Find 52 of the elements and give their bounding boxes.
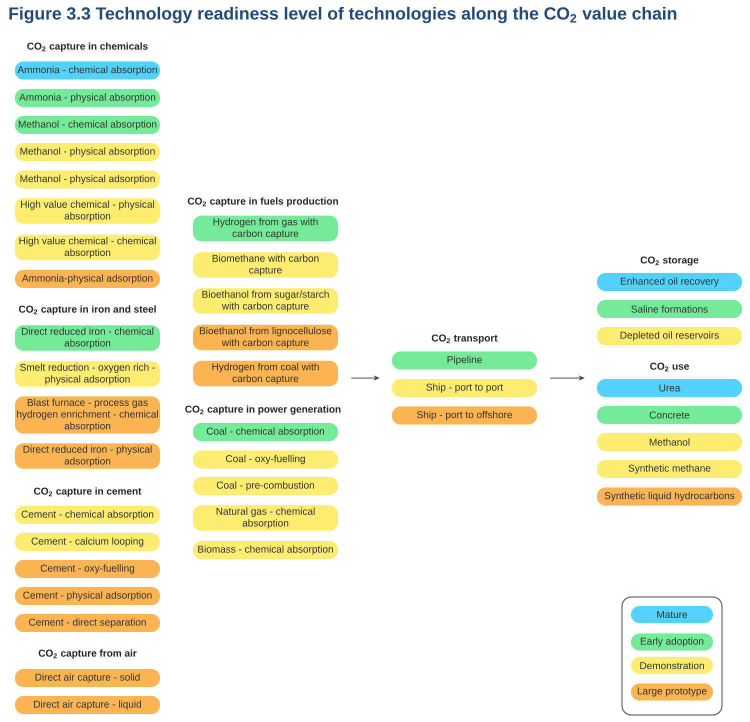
section-heading: CO$_{2}$ capture in fuels production [188, 197, 338, 207]
technology-pill: Biomass - chemical absorption [193, 541, 338, 559]
technology-pill: Cement - physical adsorption [15, 587, 160, 605]
technology-pill: Cement - chemical absorption [15, 506, 160, 524]
technology-pill: Ammonia - chemical absorption [15, 62, 160, 80]
technology-pill: Depleted oil reservoirs [597, 327, 742, 345]
legend-key: Large prototype [631, 684, 713, 700]
technology-pill: Bioethanol from sugar/starch with carbon capture [193, 288, 338, 314]
section-heading: CO$_{2}$ capture from air [38, 649, 137, 659]
section-heading: CO$_{2}$ capture in iron and steel [18, 305, 156, 315]
technology-pill: Direct air capture - liquid [15, 696, 160, 714]
technology-pill: Biomethane with carbon capture [193, 252, 338, 278]
section-heading: CO$_{2}$ use [650, 362, 689, 372]
legend-key: Early adoption [631, 634, 713, 650]
technology-pill: Methanol - physical adsorption [15, 170, 160, 188]
legend-key: Mature [631, 606, 713, 623]
technology-pill: Methanol - physical absorption [15, 143, 160, 161]
section-heading: CO$_{2}$ capture in power generation [185, 405, 340, 415]
technology-pill: Urea [597, 379, 742, 397]
technology-pill: Pipeline [392, 352, 537, 370]
technology-pill: Saline formations [597, 300, 742, 318]
technology-pill: High value chemical - chemical absorption [15, 234, 160, 260]
technology-pill: Blast furnace - process gas hydrogen enrichment - chemical absorption [15, 396, 160, 434]
technology-pill: Concrete [597, 406, 742, 424]
technology-pill: Direct reduced iron - chemical absorption [15, 325, 160, 351]
figure-title: Figure 3.3 Technology readiness level of technologies along the CO$_{2}$ value chain [9, 6, 676, 24]
technology-pill: Synthetic methane [597, 460, 742, 478]
technology-pill: High value chemical - physical absorption [15, 198, 160, 224]
technology-pill: Cement - direct separation [15, 614, 160, 632]
legend-key: Demonstration [631, 657, 713, 674]
technology-pill: Coal - chemical absorption [193, 423, 338, 441]
technology-pill: Hydrogen from gas with carbon capture [193, 216, 338, 242]
technology-pill: Methanol [597, 433, 742, 451]
technology-pill: Methanol - chemical absorption [15, 116, 160, 134]
technology-pill: Ship - port to port [392, 379, 537, 397]
technology-pill: Hydrogen from coal with carbon capture [193, 360, 338, 386]
technology-pill: Smelt reduction - oxygen rich - physical adsorption [15, 361, 160, 387]
technology-pill: Coal - pre-combustion [193, 477, 338, 495]
technology-pill: Direct reduced iron - physical adsorption [15, 443, 160, 469]
technology-pill: Natural gas - chemical absorption [193, 505, 338, 531]
technology-pill: Cement - oxy-fuelling [15, 560, 160, 578]
technology-pill: Synthetic liquid hydrocarbons [597, 488, 742, 506]
technology-pill: Coal - oxy-fuelling [193, 450, 338, 468]
technology-pill: Enhanced oil recovery [597, 273, 742, 291]
technology-pill: Ammonia-physical adsorption [15, 270, 160, 288]
technology-pill: Bioethanol from lignocellulose with carbon capture [193, 324, 338, 350]
technology-pill: Direct air capture - solid [15, 669, 160, 687]
technology-pill: Cement - calcium looping [15, 533, 160, 551]
section-heading: CO$_{2}$ capture in chemicals [27, 42, 148, 52]
technology-pill: Ship - port to offshore [392, 406, 537, 424]
technology-pill: Ammonia - physical absorption [15, 89, 160, 107]
section-heading: CO$_{2}$ capture in cement [34, 487, 142, 497]
